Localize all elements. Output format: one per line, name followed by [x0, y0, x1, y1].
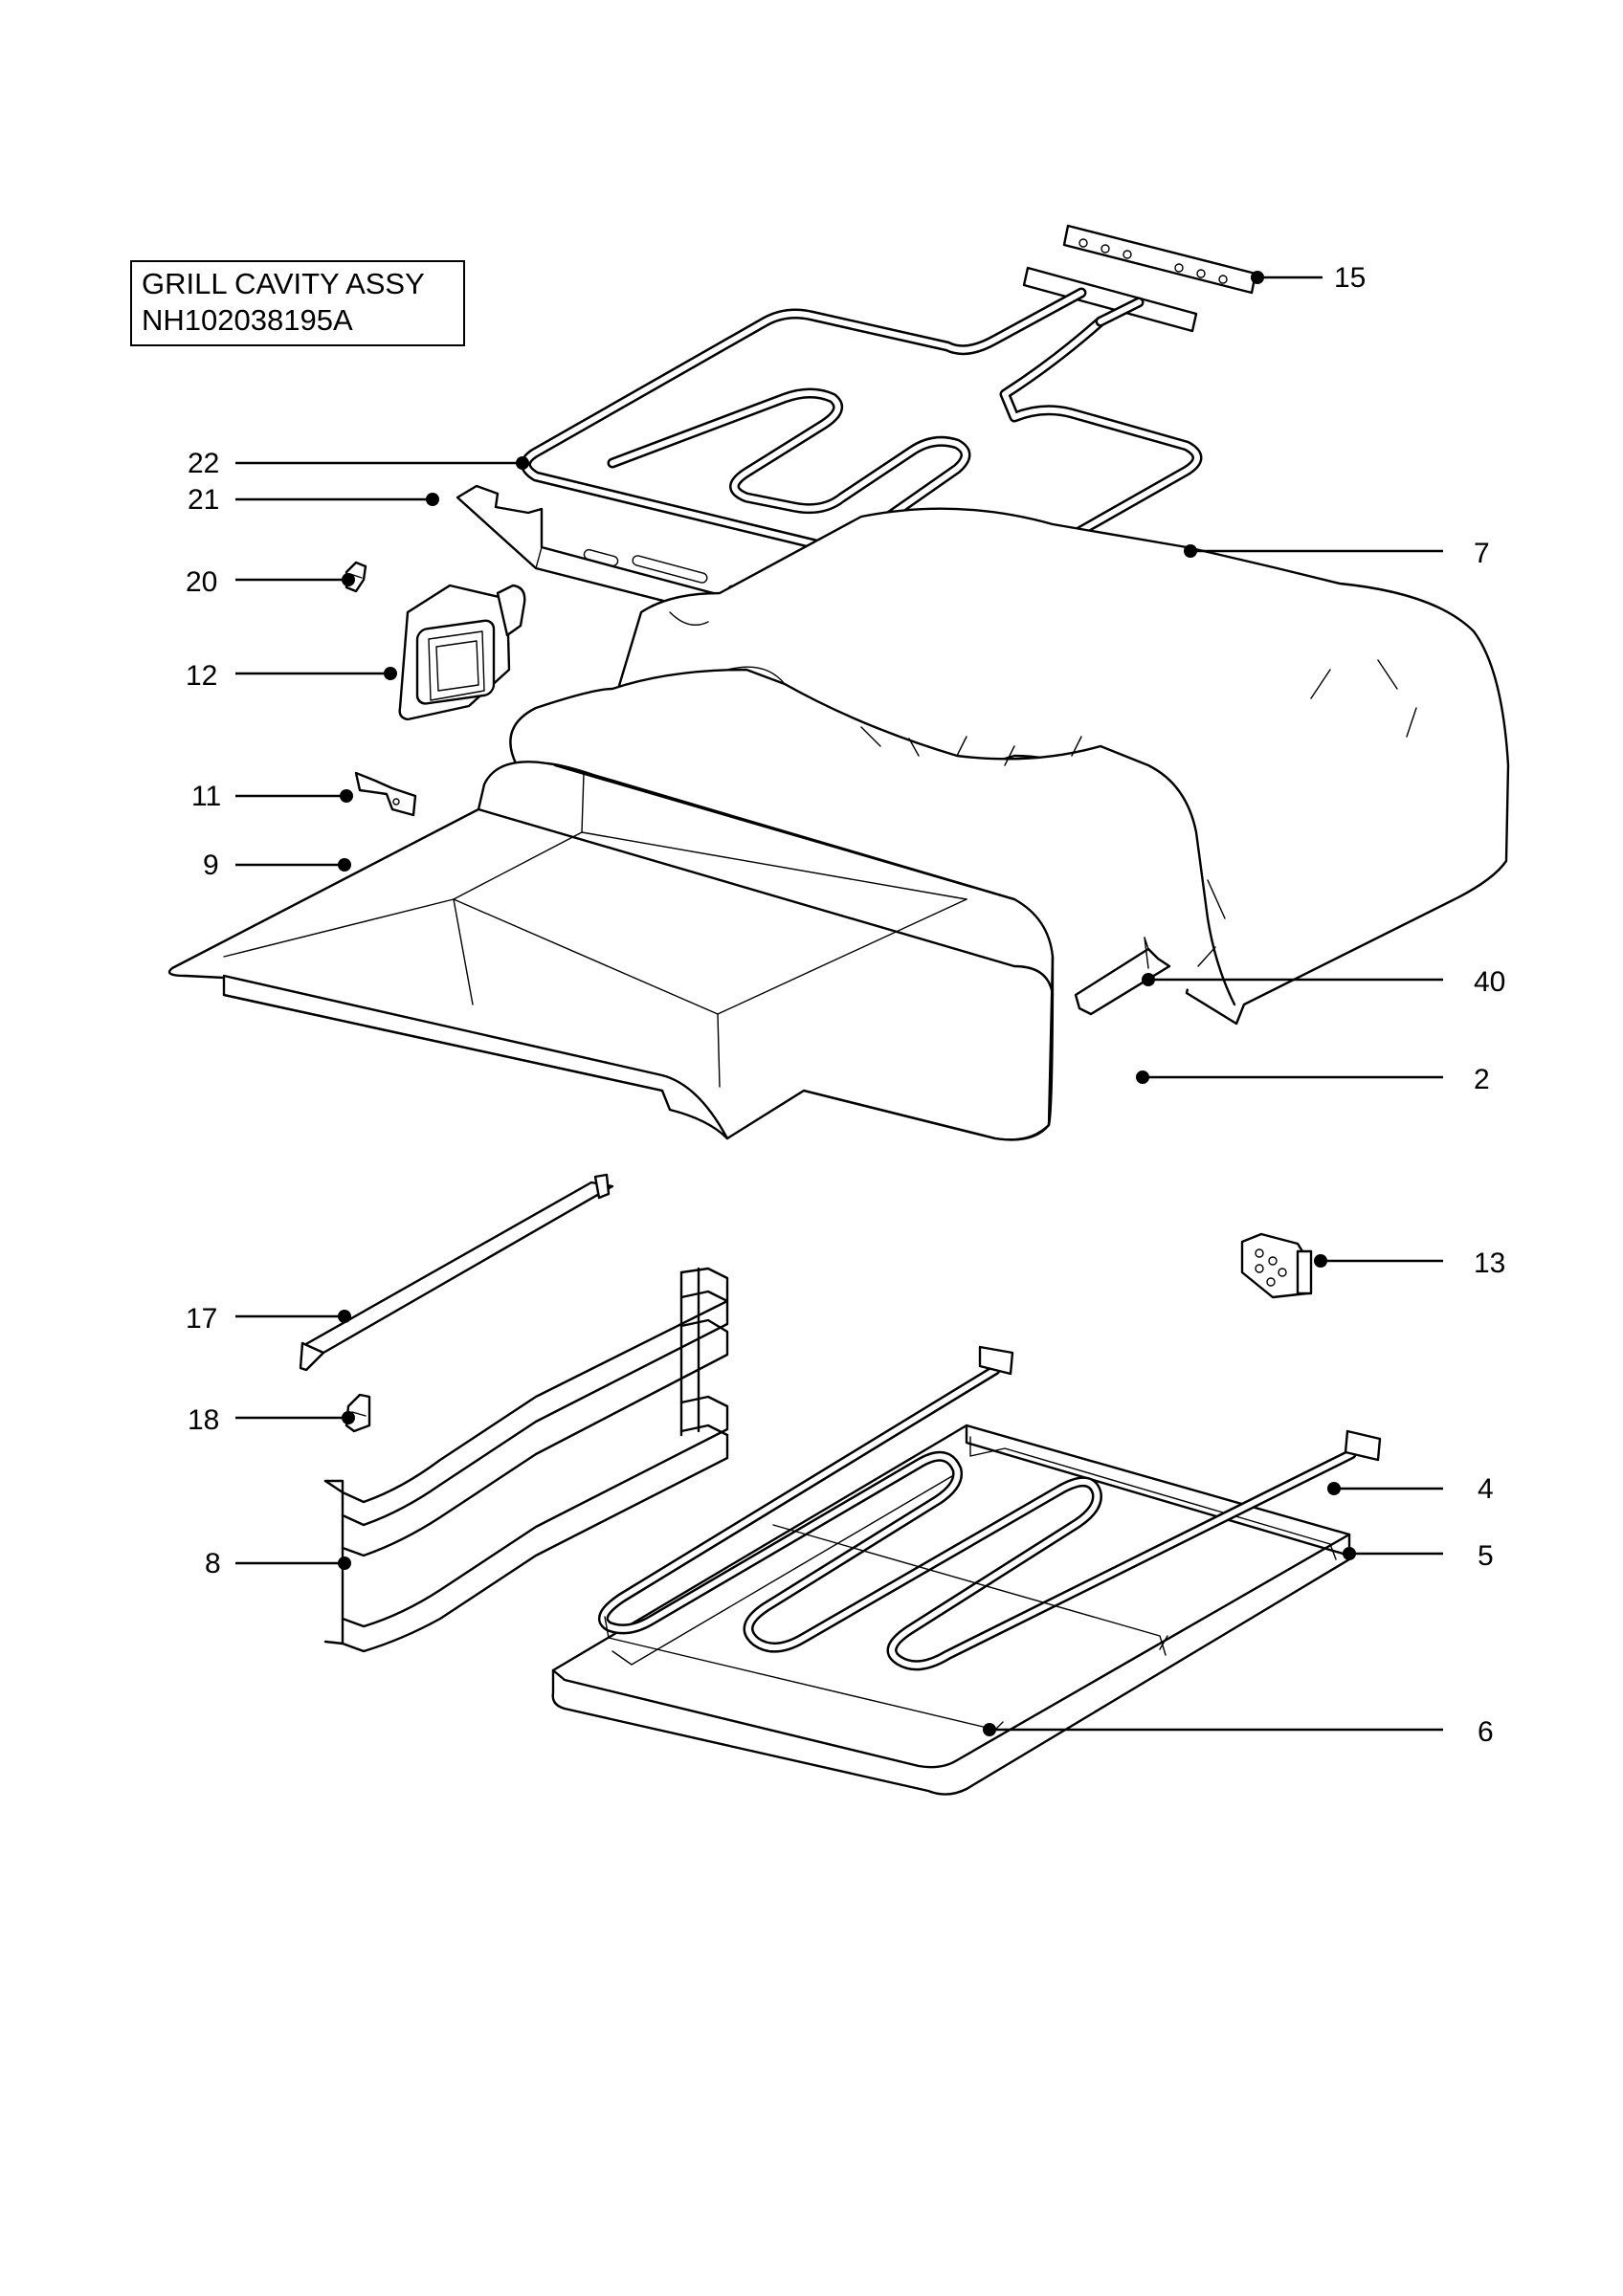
leader-dot-15: [1251, 271, 1264, 284]
part-number: NH102038195A: [142, 303, 353, 337]
callout-labels: 15 22 21 7 20 12 11 9 40 2 13 17 18 4 5 …: [186, 262, 1505, 1748]
part-2-oven-cavity: [167, 761, 1055, 1141]
callout-7: 7: [1474, 538, 1490, 569]
leader-dot-12: [384, 667, 397, 680]
callout-11: 11: [191, 781, 221, 812]
part-11-bracket: [354, 771, 417, 817]
part-40-channel-bracket: [1074, 937, 1171, 1016]
leader-dot-8: [338, 1556, 351, 1570]
leader-dot-17: [338, 1310, 351, 1323]
callout-12: 12: [186, 660, 217, 692]
callout-9: 9: [203, 850, 219, 881]
leader-dot-20: [342, 573, 355, 586]
part-6-bottom-element: [598, 1345, 1382, 1731]
diagram-title-box: GRILL CAVITY ASSY NH102038195A: [130, 260, 465, 346]
leader-dot-18: [342, 1411, 355, 1424]
leader-dot-7: [1184, 544, 1197, 558]
callout-2: 2: [1474, 1064, 1490, 1095]
callout-18: 18: [188, 1404, 219, 1436]
callout-22: 22: [188, 448, 219, 479]
part-8-shelf-runners: [323, 1267, 729, 1653]
part-13-terminal-bracket: [1240, 1232, 1313, 1299]
part-15-terminal-block: [1022, 224, 1257, 333]
leader-dot-40: [1142, 973, 1155, 986]
leader-dot-11: [340, 789, 353, 803]
leader-dot-2: [1136, 1071, 1149, 1084]
callout-6: 6: [1478, 1716, 1494, 1748]
callout-21: 21: [188, 484, 219, 516]
callout-5: 5: [1478, 1540, 1494, 1572]
leader-lines: [235, 271, 1443, 1736]
part-7-insulation-blanket: [509, 507, 1510, 1026]
leader-dot-4: [1327, 1482, 1341, 1495]
callout-40: 40: [1474, 966, 1505, 998]
leader-dot-21: [426, 493, 439, 506]
callout-15: 15: [1334, 262, 1366, 294]
part-12-lamp-assembly: [398, 584, 526, 721]
leader-dot-22: [516, 456, 529, 470]
callout-8: 8: [205, 1548, 221, 1579]
leader-dot-6: [983, 1723, 996, 1736]
callout-20: 20: [186, 566, 217, 598]
leader-dot-9: [338, 858, 351, 872]
callout-4: 4: [1478, 1473, 1494, 1505]
part-17-support-rail: [299, 1173, 614, 1372]
callout-13: 13: [1474, 1247, 1505, 1279]
callout-17: 17: [186, 1303, 217, 1335]
leader-dot-13: [1314, 1254, 1327, 1268]
leader-dot-5: [1343, 1547, 1356, 1560]
diagram-title: GRILL CAVITY ASSY: [142, 267, 425, 300]
